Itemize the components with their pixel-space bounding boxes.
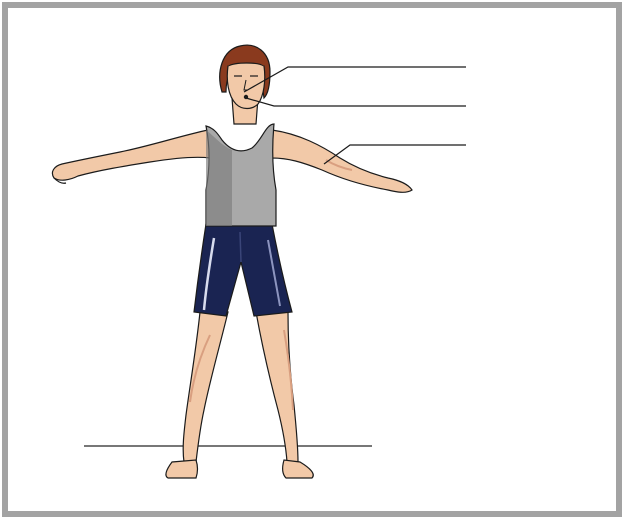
frame-border	[5, 5, 619, 514]
